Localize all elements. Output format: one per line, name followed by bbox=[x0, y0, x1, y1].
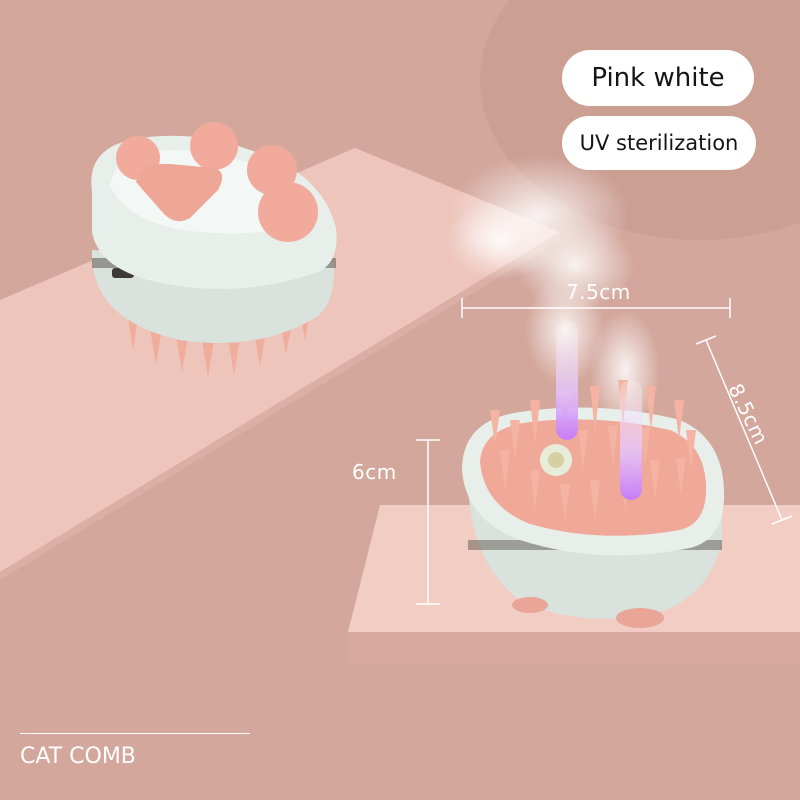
feature-badge: UV sterilization bbox=[562, 116, 756, 170]
caption-divider bbox=[20, 733, 250, 734]
feature-badge-label: UV sterilization bbox=[579, 131, 739, 155]
color-badge: Pink white bbox=[562, 50, 754, 106]
back-platform-edge bbox=[0, 232, 560, 580]
mist-icon bbox=[445, 155, 660, 430]
color-badge-label: Pink white bbox=[591, 63, 725, 93]
height-dimension-label: 6cm bbox=[352, 460, 397, 484]
paw-comb-device bbox=[91, 122, 337, 378]
uv-comb-device bbox=[462, 320, 725, 628]
dimension-lines bbox=[416, 298, 793, 605]
width-dimension-label: 7.5cm bbox=[566, 280, 631, 304]
front-platform-edge bbox=[348, 632, 800, 665]
product-caption: CAT COMB bbox=[20, 744, 136, 769]
